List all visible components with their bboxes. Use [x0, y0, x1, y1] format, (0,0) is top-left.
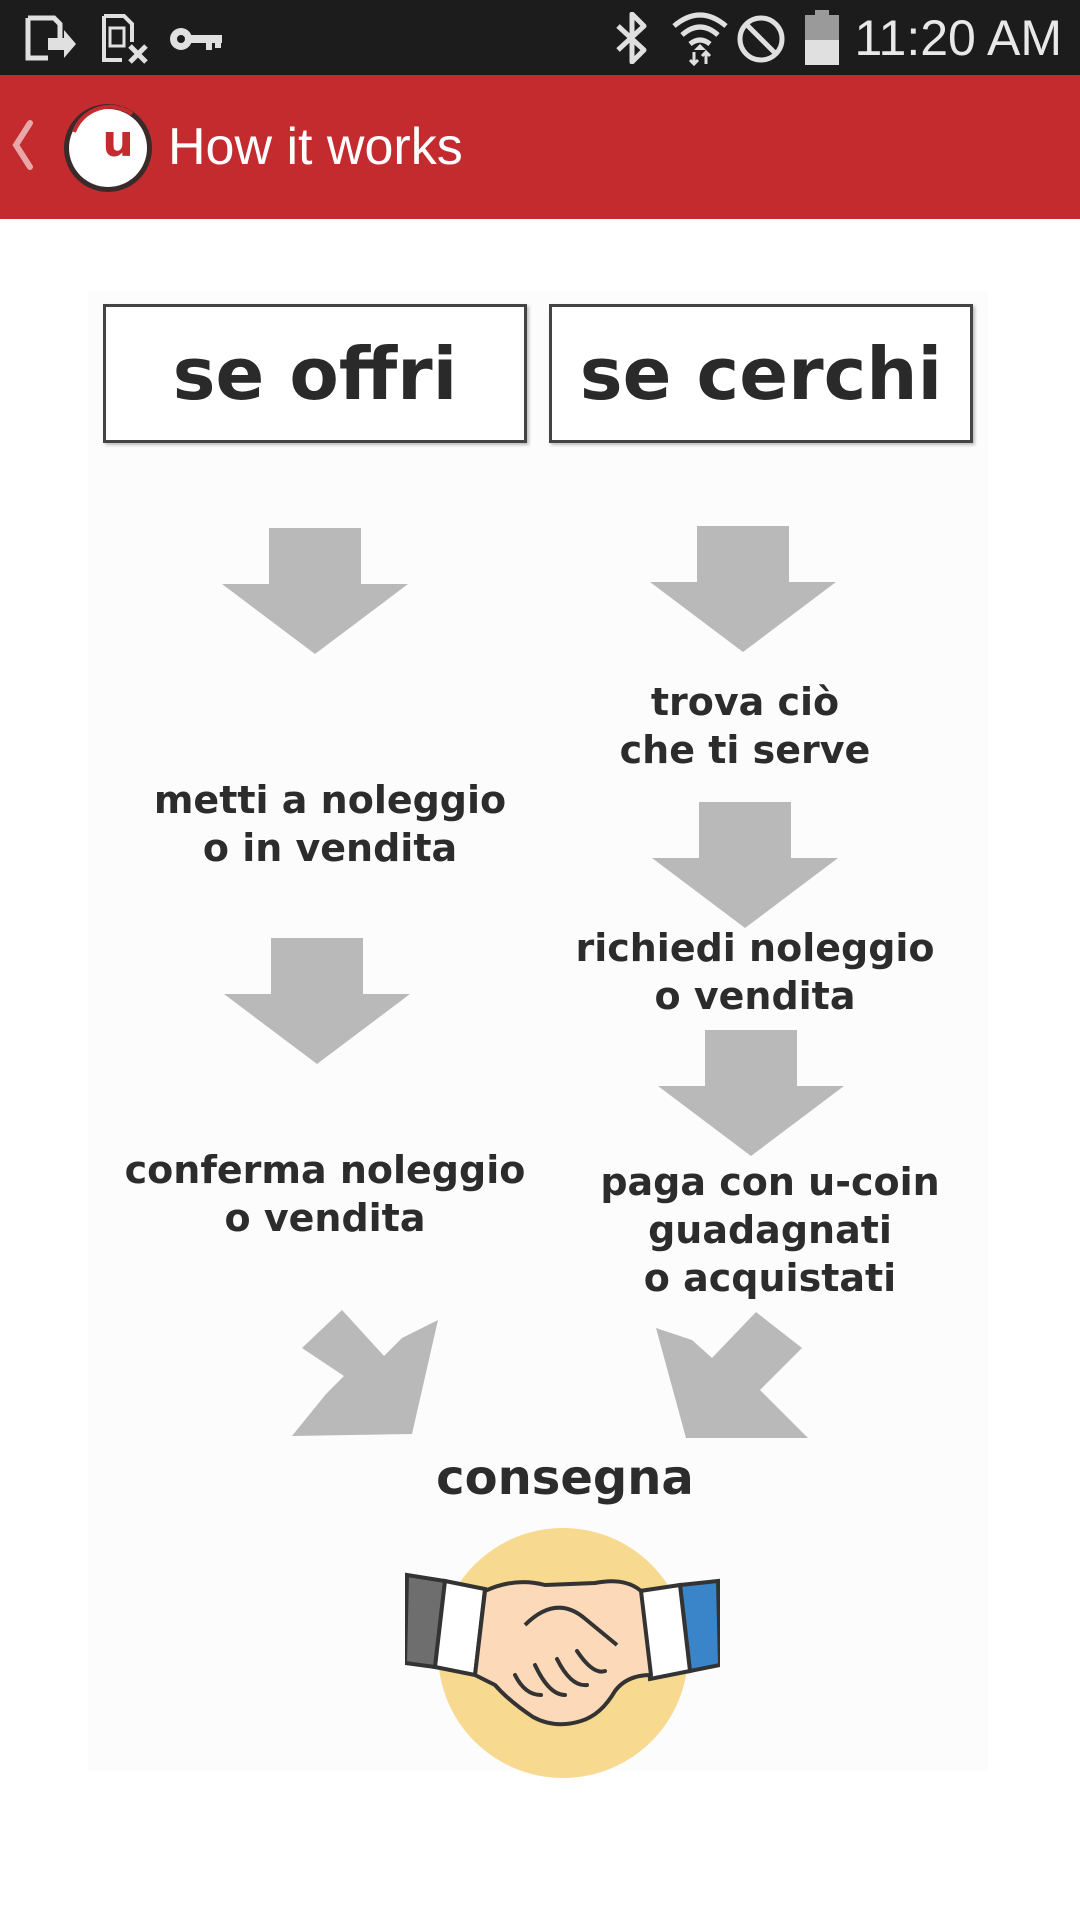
down-arrow-icon [224, 938, 410, 1064]
down-arrow-icon [222, 528, 408, 654]
sim-icon [102, 14, 148, 64]
app-logo[interactable]: u [62, 102, 154, 194]
final-step-label: consegna [436, 1450, 694, 1506]
offer-step-1: metti a noleggio o in vendita [153, 778, 507, 870]
key-icon [170, 28, 222, 50]
bluetooth-icon [616, 12, 647, 64]
handshake-icon [405, 1528, 720, 1778]
diagonal-arrow-icon [656, 1312, 808, 1438]
seek-header-label: se cerchi [579, 331, 943, 416]
offer-header-box: se offri [103, 304, 527, 443]
seek-header-box: se cerchi [549, 304, 973, 443]
wifi-icon [672, 12, 728, 66]
offer-step-2: conferma noleggio o vendita [124, 1148, 526, 1240]
clock: 11:20 AM [854, 10, 1062, 66]
diagram-background [88, 290, 988, 1770]
back-chevron-icon[interactable] [8, 115, 36, 175]
seek-step-2: richiedi noleggio o vendita [575, 926, 935, 1018]
status-bar: 11:20 AM [0, 0, 1080, 75]
seek-step-1: trova ciò che ti serve [619, 680, 871, 772]
down-arrow-icon [652, 802, 838, 928]
diagonal-arrow-icon [292, 1310, 438, 1436]
logo-letter: u [102, 116, 133, 167]
offer-header-label: se offri [172, 331, 458, 416]
battery-icon [805, 10, 839, 65]
down-arrow-icon [650, 526, 836, 652]
down-arrow-icon [658, 1030, 844, 1156]
sd-card-icon [25, 15, 76, 61]
action-bar: u How it works [0, 75, 1080, 219]
page-title: How it works [168, 118, 463, 176]
seek-step-3: paga con u-coin guadagnati o acquistati [600, 1160, 940, 1300]
do-not-disturb-icon [737, 15, 785, 63]
